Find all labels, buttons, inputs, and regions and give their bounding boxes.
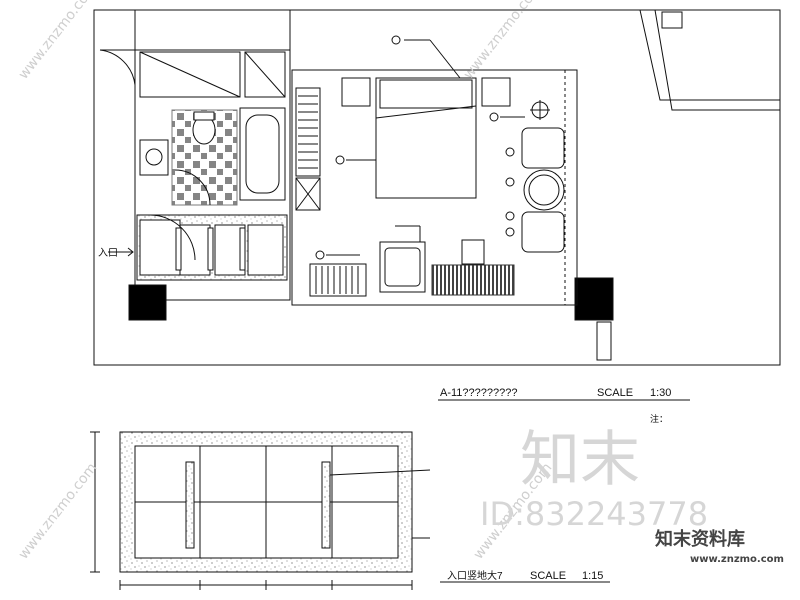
- safe-box: [295, 177, 321, 211]
- desk-chair: [461, 239, 485, 265]
- nightstand-left: [341, 77, 371, 107]
- detail-scale-label: SCALE: [530, 570, 566, 582]
- armchair-2: [521, 211, 565, 253]
- bathroom-block: [134, 9, 291, 301]
- column-left: [128, 284, 167, 321]
- armchair-desk: [379, 241, 426, 293]
- plan-outer-frame: [93, 9, 781, 366]
- watermark-brand-url: www.znzmo.com: [690, 554, 784, 565]
- entrance-detail: [90, 431, 431, 590]
- watermark-site-1: www.znzmo.com: [16, 0, 101, 82]
- threshold-strip-right: [321, 461, 331, 549]
- watermark-brand-full: 知末资料库: [655, 528, 745, 550]
- luggage-rack: [309, 263, 367, 297]
- bedroom: [291, 69, 578, 306]
- entry-door-swing: [99, 49, 136, 86]
- closet: [139, 51, 241, 98]
- threshold-strip-left: [185, 461, 195, 549]
- entrance-label: 入口: [98, 248, 118, 259]
- plan-scale-value: 1:30: [650, 387, 671, 399]
- bathroom-door-swing: [174, 169, 211, 206]
- exterior-wall-line-2: [654, 9, 780, 111]
- watermark-id: ID:832243778: [480, 495, 708, 533]
- bed: [375, 77, 477, 199]
- entry-door: [149, 214, 196, 261]
- detail-title-block: 入口竖地大7 SCALE 1:15: [440, 569, 610, 583]
- plan-title: A-11?????????: [440, 387, 517, 399]
- corner-block: [661, 11, 683, 29]
- callout-marker: [391, 35, 401, 45]
- floor-plan: [93, 9, 781, 366]
- watermark-site-2: www.znzmo.com: [16, 460, 101, 562]
- closet-2: [244, 51, 286, 98]
- column-right: [574, 277, 614, 321]
- watermark-brand-cn: 知末: [520, 425, 640, 495]
- plan-scale-label: SCALE: [597, 387, 633, 399]
- wardrobe: [295, 87, 321, 177]
- plan-title-block: A-11????????? SCALE 1:30 入口 注：: [98, 248, 690, 424]
- desk: [431, 264, 515, 296]
- detail-title: 入口竖地大7: [447, 569, 503, 582]
- column-detail: [596, 321, 612, 361]
- bathtub: [239, 107, 286, 201]
- round-table: [523, 169, 565, 211]
- nightstand-right: [481, 77, 511, 107]
- sink-basin: [145, 148, 163, 166]
- notes-label: 注：: [650, 413, 668, 424]
- sink-counter: [139, 139, 169, 176]
- exterior-wall-line: [639, 9, 780, 101]
- armchair-1: [521, 127, 565, 169]
- detail-scale-value: 1:15: [582, 570, 603, 582]
